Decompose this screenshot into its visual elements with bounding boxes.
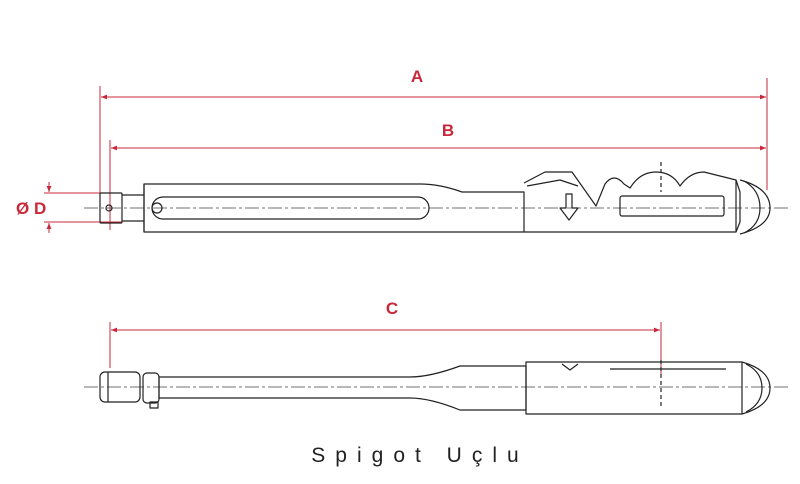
dimension-b-label: B <box>442 121 454 140</box>
dimension-a-label: A <box>411 67 423 86</box>
wrench-side-view <box>84 360 790 415</box>
wrench-top-view <box>84 162 790 235</box>
dimension-lines <box>44 78 768 378</box>
drawing-caption: Spigot Uçlu <box>311 444 529 467</box>
dimension-c-label: C <box>386 299 398 318</box>
dimension-d-label: Ø D <box>16 199 46 218</box>
